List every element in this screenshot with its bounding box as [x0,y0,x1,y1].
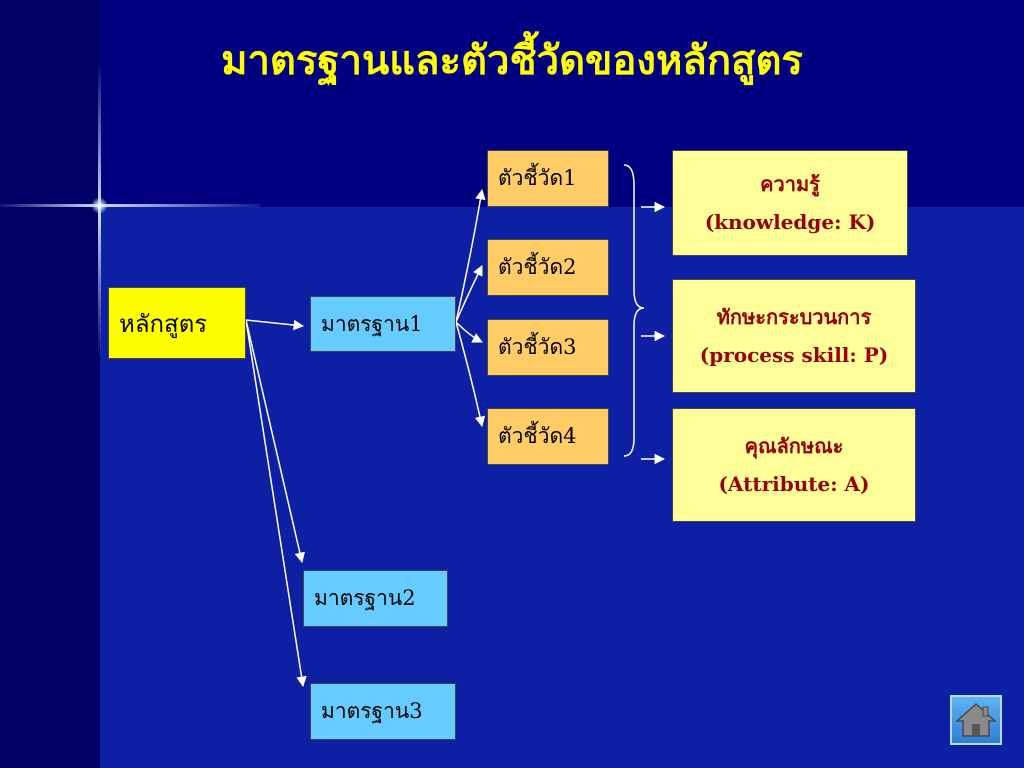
arrow-standard1-indicator4 [455,321,486,428]
brace-bracket [623,164,645,457]
glow-line-horizontal [0,204,260,207]
outcome-attribute-th: คุณลักษณะ [744,434,844,458]
outcome-knowledge-th: ความรู้ [760,172,820,196]
outcome-knowledge-en: (knowledge: K) [704,210,876,234]
standard-2-label: มาตรฐาน2 [314,586,416,610]
outcome-knowledge-box: ความรู้ (knowledge: K) [672,150,908,256]
home-button[interactable] [950,695,1002,745]
indicator-2-label: ตัวชี้วัด2 [498,255,577,279]
standard-3-label: มาตรฐาน3 [321,699,423,723]
standard-1-box: มาตรฐาน1 [310,296,456,352]
home-icon [955,702,997,737]
sparkle-icon [91,197,108,214]
indicator-3-label: ตัวชี้วัด3 [498,335,577,359]
outcome-attribute-box: คุณลักษณะ (Attribute: A) [672,408,916,522]
outcome-attribute-en: (Attribute: A) [718,472,870,496]
outcome-process-en: (process skill: P) [699,343,889,367]
standard-1-label: มาตรฐาน1 [321,311,423,336]
arrow-curriculum-standard2 [245,319,305,564]
arrow-curriculum-standard1 [245,319,305,331]
standard-2-box: มาตรฐาน2 [303,570,448,627]
standard-3-box: มาตรฐาน3 [310,683,456,740]
indicator-3-box: ตัวชี้วัด3 [487,319,609,376]
outcome-process-box: ทักษะกระบวนการ (process skill: P) [672,279,916,393]
page-title: มาตรฐานและตัวชี้วัดของหลักสูตร [221,37,803,84]
indicator-4-box: ตัวชี้วัด4 [487,408,609,465]
indicator-1-box: ตัวชี้วัด1 [487,150,609,207]
arrow-curriculum-standard3 [245,319,307,688]
arrow-standard1-indicator3 [455,321,483,343]
indicator-4-label: ตัวชี้วัด4 [498,424,577,448]
arrow-standard1-indicator2 [455,265,483,323]
curriculum-label: หลักสูตร [119,309,208,338]
arrow-standard1-indicator1 [455,188,486,323]
curriculum-box: หลักสูตร [108,287,246,359]
indicator-2-box: ตัวชี้วัด2 [487,239,609,296]
indicator-1-label: ตัวชี้วัด1 [498,166,577,190]
outcome-process-th: ทักษะกระบวนการ [716,305,872,329]
background-left-band [0,0,100,768]
